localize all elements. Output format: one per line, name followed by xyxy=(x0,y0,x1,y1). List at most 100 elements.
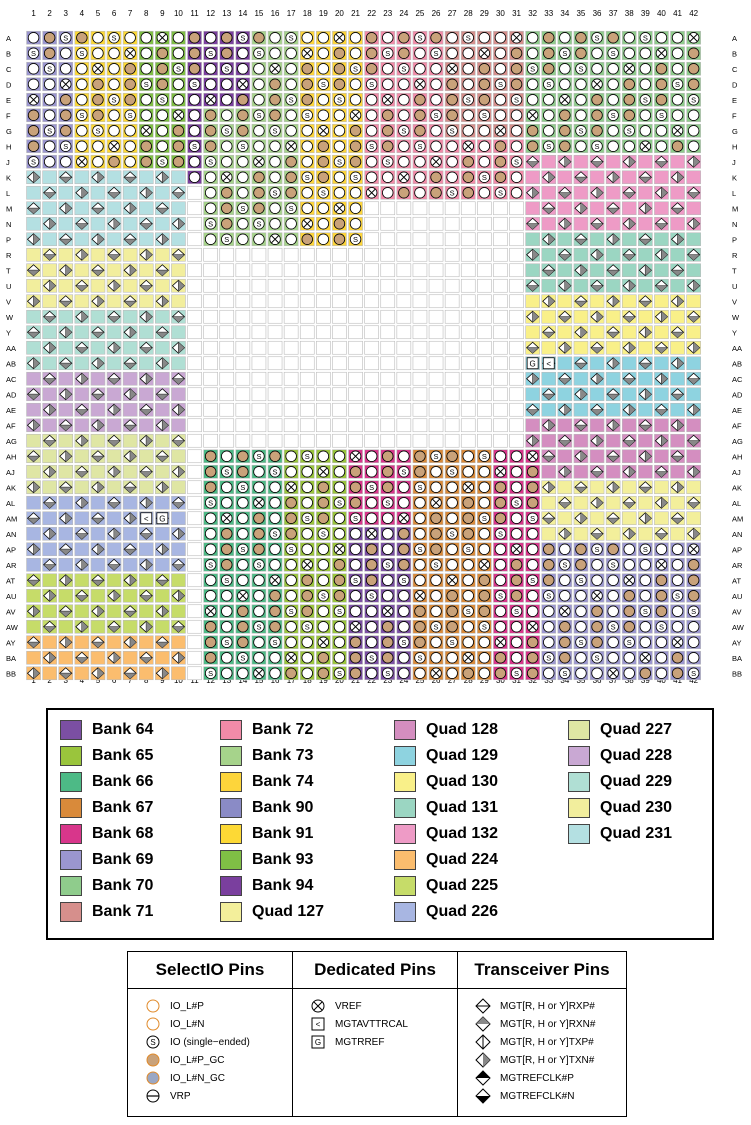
row-label: AN xyxy=(732,530,742,539)
io-pin-icon xyxy=(253,187,265,199)
pin-cell xyxy=(621,387,637,402)
pin-cell xyxy=(348,356,363,371)
pin-cell xyxy=(541,309,557,324)
io-pin-icon xyxy=(430,543,442,555)
io-pin-icon xyxy=(655,63,668,75)
mgt-pin-shade xyxy=(146,497,153,509)
io-pin-icon xyxy=(526,636,539,648)
vref-cross xyxy=(142,126,151,135)
pin-cell xyxy=(187,604,202,619)
pin-cell xyxy=(638,495,653,510)
io-single-ended-icon xyxy=(559,559,571,571)
legend-swatch xyxy=(60,850,82,870)
io-single-ended-glyph: S xyxy=(562,49,567,58)
io-single-ended-glyph: S xyxy=(256,623,261,632)
column-label: 17 xyxy=(287,676,296,685)
mgt-pin-shade xyxy=(558,254,571,261)
io-pin-icon xyxy=(510,47,523,59)
pin-cell xyxy=(412,433,428,448)
io-single-ended-icon xyxy=(478,512,491,524)
vref-cross xyxy=(400,173,408,182)
legend-label: Quad 230 xyxy=(600,799,673,816)
transceiver-key-title: Transceiver Pins xyxy=(458,952,626,989)
column-label: 23 xyxy=(383,676,392,685)
legend-swatch xyxy=(394,902,416,922)
io-pin-icon xyxy=(559,140,571,152)
column-label: 5 xyxy=(96,9,101,18)
io-pin-icon xyxy=(76,125,88,137)
mgt-pin-shade xyxy=(140,347,153,354)
legend-swatch xyxy=(394,876,416,896)
pin-cell xyxy=(267,263,283,278)
io-single-ended-icon xyxy=(269,466,281,478)
io-single-ended-glyph: S xyxy=(595,142,600,151)
column-label: 6 xyxy=(112,676,117,685)
io-single-ended-icon xyxy=(398,574,410,586)
io-pin-icon xyxy=(124,63,136,75)
mgt-pin-shade xyxy=(75,223,88,230)
mgt-pin-shade xyxy=(91,580,104,586)
io-single-ended-icon xyxy=(607,559,619,571)
pin-cell xyxy=(235,356,251,371)
vref-cross xyxy=(464,483,473,492)
io-pin-icon xyxy=(92,94,104,106)
io-pin-icon xyxy=(333,590,346,602)
io-pin-icon xyxy=(269,450,281,462)
column-label: 32 xyxy=(528,9,537,18)
io-single-ended-icon xyxy=(188,140,201,152)
io-single-ended-glyph: S xyxy=(562,561,567,570)
io-pin-icon xyxy=(285,450,297,462)
pin-cell xyxy=(348,433,363,448)
pin-cell xyxy=(106,604,122,619)
pin-cell xyxy=(171,573,186,588)
io-pin-icon xyxy=(414,497,426,509)
pin-cell xyxy=(589,170,605,185)
pin-cell xyxy=(621,511,637,526)
mgt-pin-shade xyxy=(146,311,153,323)
io-pin-icon xyxy=(188,156,201,168)
legend-swatch xyxy=(220,798,242,818)
io-pin-icon xyxy=(526,497,539,509)
io-pin-icon xyxy=(60,125,72,137)
pin-cell xyxy=(477,387,492,402)
row-label: AT xyxy=(732,576,741,585)
io-pin-icon xyxy=(623,667,635,679)
pin-cell xyxy=(122,433,138,448)
row-label: AD xyxy=(732,390,743,399)
vref-cross xyxy=(625,576,634,585)
mgt-pin-shade xyxy=(108,564,121,571)
pin-cell xyxy=(106,263,122,278)
io-pin-icon xyxy=(333,512,346,524)
pin-cell xyxy=(251,278,267,293)
pin-cell xyxy=(654,418,669,433)
pin-cell xyxy=(74,294,90,309)
column-label: 12 xyxy=(206,9,215,18)
mgt-pin-shade xyxy=(91,456,104,462)
mgt-pin-shade xyxy=(639,301,652,307)
io-single-ended-glyph: S xyxy=(369,654,374,663)
io-single-ended-icon xyxy=(655,109,668,121)
pin-cell xyxy=(187,402,202,417)
io-pin-icon xyxy=(43,78,56,90)
io-pin-icon xyxy=(510,125,523,137)
mgt-pin-shade xyxy=(43,316,56,323)
pin-cell xyxy=(316,402,331,417)
io-single-ended-icon xyxy=(156,156,169,168)
pin-cell xyxy=(396,356,412,371)
pin-cell xyxy=(316,340,331,355)
pin-cell xyxy=(316,418,331,433)
io-single-ended-glyph: S xyxy=(305,514,310,523)
io-pin-icon xyxy=(204,171,217,183)
pin-cell xyxy=(557,294,573,309)
io-single-ended-icon xyxy=(124,109,136,121)
mgt-pin-shade xyxy=(597,311,604,323)
io-single-ended-glyph: S xyxy=(401,65,406,74)
io-pin-icon xyxy=(639,667,652,679)
mgt-pin-shade xyxy=(580,264,587,276)
io-pin-icon xyxy=(333,466,346,478)
mgt-pin-shade xyxy=(548,419,555,431)
io-single-ended-glyph: S xyxy=(369,80,374,89)
pin-cell xyxy=(477,294,492,309)
io-single-ended-glyph: S xyxy=(112,34,117,43)
legend-entry: Bank 72 xyxy=(220,720,313,740)
